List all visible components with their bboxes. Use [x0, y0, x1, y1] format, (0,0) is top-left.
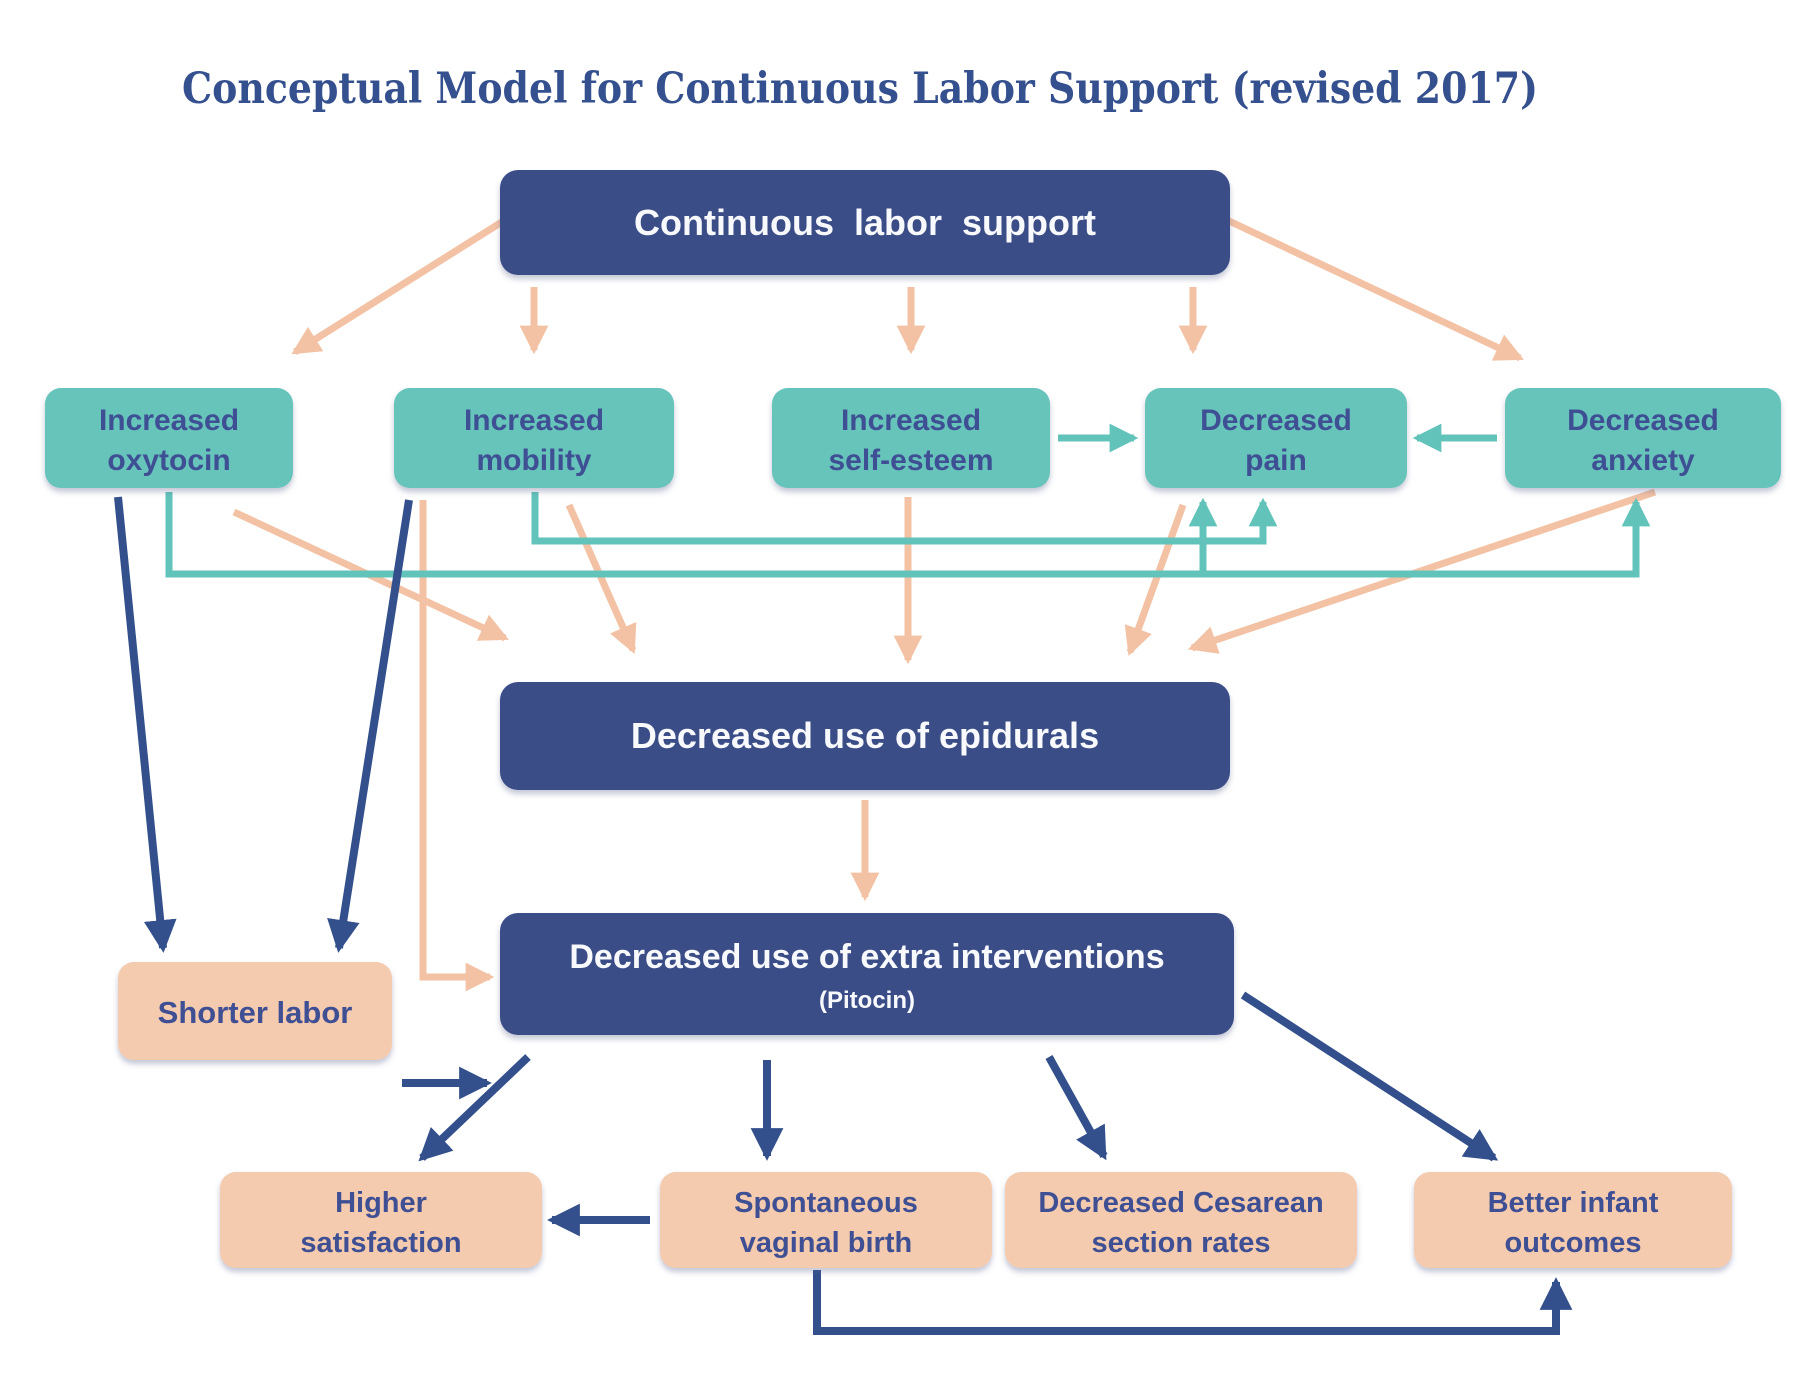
node-increased-oxytocin-box: [45, 388, 293, 488]
node-continuous-labor-support-label: Continuous labor support: [634, 202, 1096, 243]
node-better-infant-outcomes-box: [1414, 1172, 1732, 1268]
node-increased-self-esteem-line2: self-esteem: [828, 444, 993, 477]
node-decreased-cesarean-line1: Decreased Cesarean: [1038, 1187, 1323, 1219]
node-increased-oxytocin-line2: oxytocin: [107, 444, 230, 477]
node-continuous-labor-support-box: [500, 170, 1230, 275]
node-spontaneous-vaginal-birth: Spontaneous vaginal birth: [660, 1172, 992, 1268]
node-decreased-anxiety-line2: anxiety: [1591, 444, 1695, 477]
edge-vaginal-birth-to-infant-outcomes: [813, 1270, 1573, 1335]
node-increased-oxytocin: Increased oxytocin: [45, 388, 293, 488]
edge-oxytocin-branch-to-anxiety: [1203, 497, 1651, 578]
node-higher-satisfaction: Higher satisfaction: [220, 1172, 542, 1268]
node-increased-mobility-box: [394, 388, 674, 488]
edge-mobility-to-shorter-labor: [327, 499, 413, 953]
edge-anxiety-to-epidurals: [1187, 488, 1657, 654]
node-increased-oxytocin-line1: Increased: [99, 404, 239, 437]
node-decreased-epidurals-label: Decreased use of epidurals: [631, 715, 1099, 756]
node-increased-self-esteem-box: [772, 388, 1050, 488]
node-decreased-cesarean: Decreased Cesarean section rates: [1005, 1172, 1357, 1268]
node-decreased-epidurals: Decreased use of epidurals: [500, 682, 1230, 790]
node-increased-mobility-line2: mobility: [476, 444, 591, 477]
edge-interventions-to-infant-outcomes: [1240, 991, 1499, 1162]
node-decreased-epidurals-box: [500, 682, 1230, 790]
edge-interventions-to-satisfaction: [418, 1054, 531, 1162]
node-shorter-labor-box: [118, 962, 392, 1060]
node-decreased-pain: Decreased pain: [1145, 388, 1407, 488]
node-decreased-anxiety-line1: Decreased: [1567, 404, 1719, 437]
edge-oxytocin-to-pain: [165, 492, 1218, 578]
node-decreased-interventions-sublabel: (Pitocin): [819, 987, 915, 1014]
node-better-infant-outcomes: Better infant outcomes: [1414, 1172, 1732, 1268]
node-spontaneous-vaginal-birth-line1: Spontaneous: [734, 1187, 918, 1219]
node-better-infant-outcomes-line1: Better infant: [1488, 1187, 1659, 1219]
node-decreased-pain-line2: pain: [1245, 444, 1307, 477]
node-decreased-anxiety: Decreased anxiety: [1505, 388, 1781, 488]
diagram-title: Conceptual Model for Continuous Labor Su…: [182, 64, 1538, 114]
edge-layer: [114, 216, 1657, 1335]
node-shorter-labor-label: Shorter labor: [158, 995, 353, 1030]
node-decreased-interventions: Decreased use of extra interventions (Pi…: [500, 913, 1234, 1035]
node-better-infant-outcomes-line2: outcomes: [1505, 1227, 1642, 1259]
edge-cls-to-anxiety: [1225, 216, 1524, 362]
edge-cls-to-oxytocin: [291, 217, 507, 355]
node-decreased-pain-box: [1145, 388, 1407, 488]
node-decreased-anxiety-box: [1505, 388, 1781, 488]
node-higher-satisfaction-box: [220, 1172, 542, 1268]
node-higher-satisfaction-line1: Higher: [335, 1187, 427, 1219]
node-continuous-labor-support: Continuous labor support: [500, 170, 1230, 275]
node-decreased-interventions-box: [500, 913, 1234, 1035]
edge-pain-to-epidurals: [1124, 503, 1187, 657]
edge-mobility-to-interventions: [419, 500, 495, 992]
node-higher-satisfaction-line2: satisfaction: [300, 1227, 461, 1259]
node-spontaneous-vaginal-birth-line2: vaginal birth: [740, 1227, 912, 1259]
node-decreased-interventions-label: Decreased use of extra interventions: [569, 938, 1164, 976]
edge-interventions-to-cesarean: [1045, 1055, 1108, 1161]
node-decreased-pain-line1: Decreased: [1200, 404, 1352, 437]
node-increased-mobility: Increased mobility: [394, 388, 674, 488]
node-shorter-labor: Shorter labor: [118, 962, 392, 1060]
node-decreased-cesarean-line2: section rates: [1092, 1227, 1271, 1259]
node-increased-self-esteem: Increased self-esteem: [772, 388, 1050, 488]
node-decreased-cesarean-box: [1005, 1172, 1357, 1268]
node-increased-self-esteem-line1: Increased: [841, 404, 981, 437]
edge-mobility-to-pain: [531, 492, 1278, 545]
node-spontaneous-vaginal-birth-box: [660, 1172, 992, 1268]
node-increased-mobility-line1: Increased: [464, 404, 604, 437]
edge-oxytocin-to-shorter-labor: [114, 496, 177, 953]
